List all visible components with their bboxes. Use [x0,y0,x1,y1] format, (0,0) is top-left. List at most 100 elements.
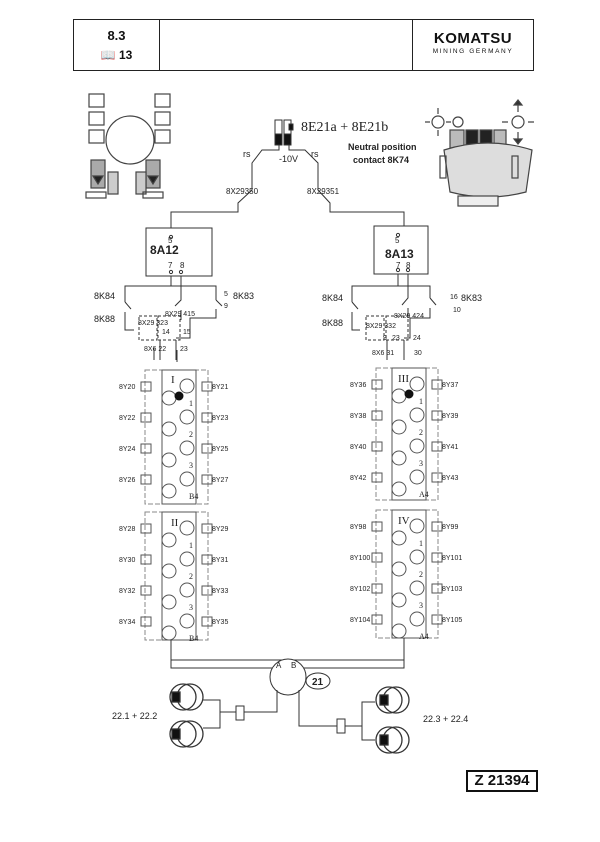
valve-port-right [179,520,195,536]
logo-cell [412,20,533,70]
switch-label: 8E21a + 8E21b [301,120,388,135]
valve-port-right [409,549,425,565]
valve-port-label: A4 [419,490,429,499]
8a12-pin5: 5 [168,236,173,245]
solenoid-left-icon [140,585,152,596]
solenoid-right-icon [431,614,443,625]
solenoid-right-label: 8Y99 [442,524,458,531]
right-8k88-label: 8K88 [322,318,343,328]
solenoid-right-label: 8Y103 [442,586,462,593]
valve-port-left [161,452,177,468]
valve-port-left [391,388,407,404]
valve-port-right [179,471,195,487]
solenoid-left-icon [371,552,383,563]
8a13-pin5: 5 [395,236,400,245]
valve-port-left [391,419,407,435]
solenoid-right-label: 8Y31 [212,557,228,564]
right-8k84-label: 8K84 [322,293,343,303]
valve-port-label: 1 [419,397,423,406]
valve-port-right [409,407,425,423]
left-node-23: 23 [180,346,188,353]
joystick-right-icon [425,99,534,207]
neutral-label-line2: contact 8K74 [353,155,409,165]
pump-id-ellipse [305,672,331,690]
terminal-left-label: 8X29350 [226,187,259,196]
valve-port-left [391,561,407,577]
valve-port-left [161,390,177,406]
solenoid-left-label: 8Y38 [350,413,366,420]
solenoid-right-icon [431,410,443,421]
solenoid-left-label: 8Y104 [350,617,370,624]
controller-8a13-box [373,225,429,275]
valve-port-label: 2 [189,430,193,439]
valve-port-label: 1 [189,541,193,550]
pump-id: 21 [312,677,324,688]
drawing-number: Z 21394 [466,770,538,792]
left-node-15: 15 [183,329,191,336]
solenoid-right-label: 8Y101 [442,555,462,562]
solenoid-left-icon [371,472,383,483]
solenoid-right-icon [431,379,443,390]
solenoid-left-icon [140,412,152,423]
valve-port-label: 2 [419,428,423,437]
right-8x29-332: 8X29 332 [366,323,396,330]
cylinder-left-label: 22.1 + 22.2 [112,711,157,721]
right-node-9: 9 [383,335,387,342]
solenoid-left-label: 8Y30 [119,557,135,564]
right-8k83-label: 8K83 [461,293,482,303]
valve-port-label: 3 [419,601,423,610]
valve-port-label: 2 [189,572,193,581]
solenoid-right-icon [431,583,443,594]
solenoid-left-icon [140,443,152,454]
pump-port-b: B [291,661,296,670]
left-node-9: 9 [224,303,228,310]
page-reference: 📖 13 [74,48,159,62]
left-8k83-label: 8K83 [233,291,254,301]
valve-port-right [179,378,195,394]
solenoid-left-icon [371,521,383,532]
valve-block-iii-label: III [398,373,409,385]
solenoid-right-label: 8Y33 [212,588,228,595]
cylinder-22-3-22-4-icon [375,686,410,754]
wire-right-label: rs [311,149,319,159]
right-node-23: 23 [392,335,400,342]
left-8k84-label: 8K84 [94,291,115,301]
valve-port-label: 3 [189,603,193,612]
valve-port-left [391,623,407,639]
solenoid-left-icon [371,410,383,421]
8a12-pin7: 7 [168,261,173,270]
valve-active-dot-icon [404,389,414,399]
terminal-right-label: 8X29351 [307,187,340,196]
valve-port-label: B4 [189,492,198,501]
solenoid-left-icon [371,614,383,625]
solenoid-right-label: 8Y25 [212,446,228,453]
title-block: 8.3 📖 13 KOMATSU MINING GERMANY [73,19,534,71]
komatsu-logo-subtitle: MINING GERMANY [432,48,514,55]
solenoid-right-label: 8Y35 [212,619,228,626]
valve-port-left [161,625,177,641]
valve-port-label: 3 [419,459,423,468]
solenoid-right-label: 8Y29 [212,526,228,533]
solenoid-right-label: 8Y21 [212,384,228,391]
right-node-10: 10 [453,307,461,314]
solenoid-left-label: 8Y26 [119,477,135,484]
valve-circles [140,376,443,641]
solenoid-right-icon [201,523,213,534]
valve-port-left [161,563,177,579]
left-8x29-415: 8X29 415 [165,311,195,318]
valve-port-label: 1 [419,539,423,548]
valve-port-left [161,532,177,548]
solenoid-right-icon [201,412,213,423]
section-cell [74,20,160,70]
valve-port-right [179,613,195,629]
solenoid-right-label: 8Y105 [442,617,462,624]
valve-port-right [409,518,425,534]
solenoid-right-icon [201,474,213,485]
solenoid-left-label: 8Y98 [350,524,366,531]
solenoid-left-icon [140,381,152,392]
voltage-label: -10V [279,154,298,164]
solenoid-left-icon [371,583,383,594]
solenoid-left-label: 8Y102 [350,586,370,593]
pump-port-a: A [276,661,282,670]
